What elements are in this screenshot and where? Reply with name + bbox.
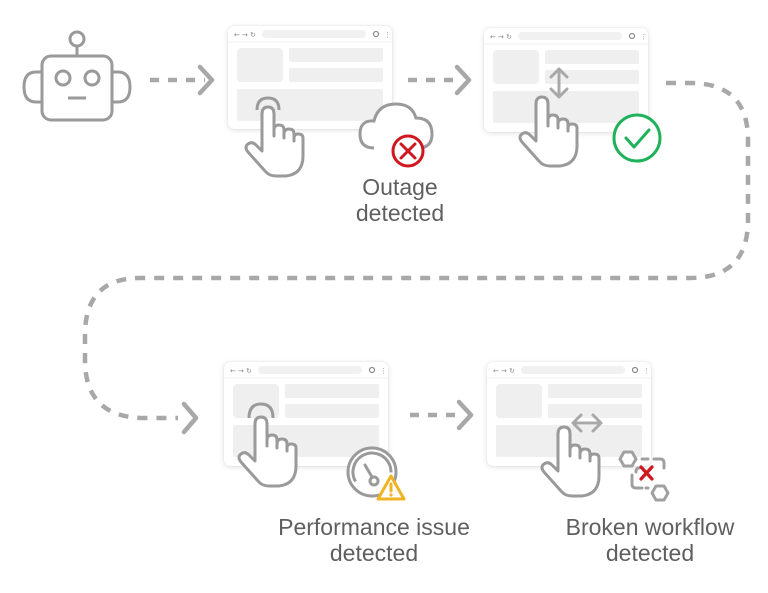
profile-icon <box>631 366 639 374</box>
profile-icon <box>628 32 636 40</box>
forward-arrow-icon: → <box>242 31 248 39</box>
forward-arrow-icon: → <box>498 33 504 41</box>
content-placeholder <box>289 68 383 82</box>
robot-icon <box>22 30 132 122</box>
menu-icon: ⋮ <box>640 33 647 41</box>
content-placeholder <box>285 404 379 418</box>
broken-workflow-label: Broken workflow detected <box>565 514 735 566</box>
back-arrow-icon: ← <box>493 367 499 375</box>
content-placeholder <box>548 404 642 418</box>
reload-icon: ↻ <box>250 31 256 39</box>
content-placeholder <box>285 384 379 398</box>
content-placeholder <box>493 50 539 84</box>
cloud-error-icon <box>358 102 434 168</box>
check-circle-icon <box>612 113 662 163</box>
content-placeholder <box>493 91 639 123</box>
swipe-hand-icon <box>540 425 601 498</box>
content-placeholder <box>548 384 642 398</box>
reload-icon: ↻ <box>506 33 512 41</box>
address-bar <box>258 366 362 374</box>
tap-hand-icon <box>237 402 298 488</box>
address-bar <box>518 32 622 40</box>
performance-issue-label: Performance issue detected <box>278 514 470 566</box>
swipe-horizontal-icon <box>571 413 603 433</box>
address-bar <box>521 366 625 374</box>
gauge-warning-icon <box>346 446 406 501</box>
arrowhead-icon <box>454 64 472 96</box>
scroll-hand-icon <box>518 95 579 168</box>
broken-workflow-icon <box>618 450 670 502</box>
back-arrow-icon: ← <box>234 31 240 39</box>
back-arrow-icon: ← <box>490 33 496 41</box>
content-placeholder <box>289 48 383 62</box>
back-arrow-icon: ← <box>230 367 236 375</box>
reload-icon: ↻ <box>246 367 252 375</box>
scroll-vertical-icon <box>549 67 569 99</box>
arrowhead-icon <box>197 64 215 96</box>
menu-icon: ⋮ <box>384 31 391 39</box>
profile-icon <box>368 366 376 374</box>
arrowhead-icon <box>181 401 199 435</box>
address-bar <box>262 30 366 38</box>
profile-icon <box>372 30 380 38</box>
content-placeholder <box>496 384 542 418</box>
outage-detected-label: Outage detected <box>355 174 445 226</box>
arrowhead-icon <box>456 399 474 431</box>
content-placeholder <box>237 48 283 82</box>
reload-icon: ↻ <box>509 367 515 375</box>
forward-arrow-icon: → <box>501 367 507 375</box>
menu-icon: ⋮ <box>643 367 650 375</box>
content-placeholder <box>545 70 639 84</box>
content-placeholder <box>233 384 279 418</box>
content-placeholder <box>545 50 639 64</box>
connector-dash-step2-to-step3 <box>82 80 751 421</box>
menu-icon: ⋮ <box>380 367 387 375</box>
forward-arrow-icon: → <box>238 367 244 375</box>
tap-hand-icon <box>244 96 305 178</box>
